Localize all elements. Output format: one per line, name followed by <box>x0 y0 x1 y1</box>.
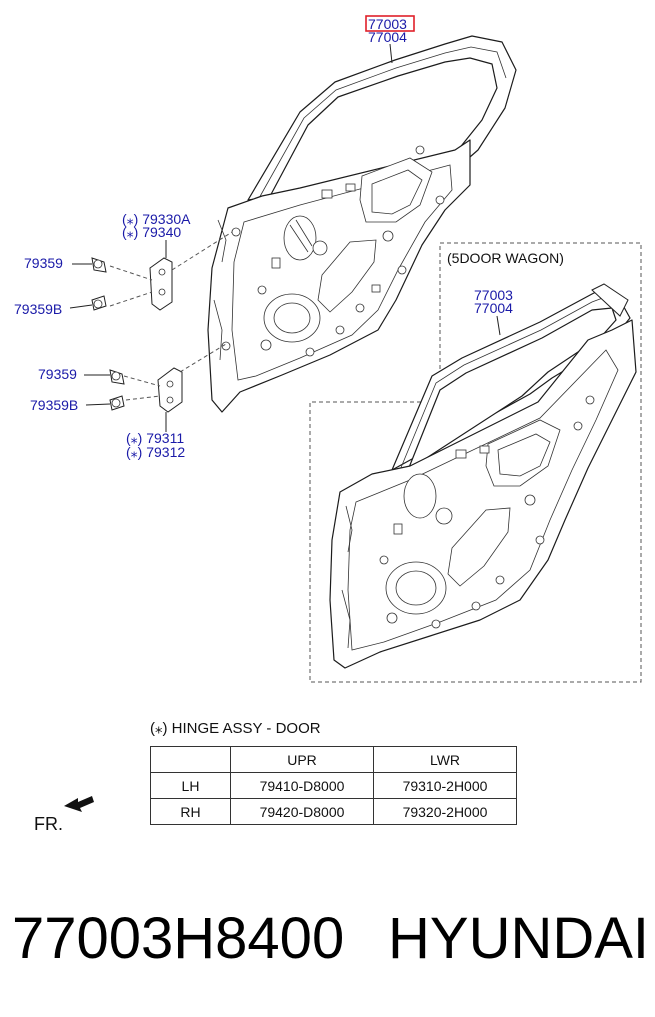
callout-79359b-lower: 79359B <box>30 397 78 413</box>
table-cell: 79420-D8000 <box>230 798 374 825</box>
bolt-upper-2 <box>91 295 107 311</box>
callout-wagon-77003: 77003 <box>474 287 513 303</box>
wagon-title: (5DOOR WAGON) <box>447 250 564 266</box>
front-direction-arrow <box>64 796 94 812</box>
bolt-lower-2 <box>109 395 125 411</box>
callout-79359-upper: 79359 <box>24 255 63 271</box>
hinge-table: UPR LWR LH 79410-D8000 79310-2H000 RH 79… <box>150 746 517 825</box>
exploded-door-diagram: 77003 77004 (⁎) 79330A (⁎) 79340 79359 7… <box>14 15 642 834</box>
callout-77004: 77004 <box>368 29 407 45</box>
table-row: LH 79410-D8000 79310-2H000 <box>150 772 517 799</box>
wagon-door-panel <box>329 283 637 669</box>
highlight-box <box>365 15 415 32</box>
table-header-cell <box>150 746 231 773</box>
table-cell: RH <box>150 798 231 825</box>
table-cell: 79310-2H000 <box>373 772 517 799</box>
table-cell: 79410-D8000 <box>230 772 374 799</box>
lower-hinge <box>157 367 183 413</box>
brand-name: HYUNDAI <box>388 906 650 971</box>
callout-77003: 77003 <box>368 16 407 32</box>
table-cell: 79320-2H000 <box>373 798 517 825</box>
table-header-cell: LWR <box>373 746 517 773</box>
part-number: 77003H8400 <box>12 906 345 971</box>
callout-79359-lower: 79359 <box>38 366 77 382</box>
table-header-cell: UPR <box>230 746 374 773</box>
rear-door-panel <box>207 35 517 413</box>
callout-79311: (⁎) 79311 <box>126 430 184 446</box>
bolt-upper-1 <box>91 257 107 273</box>
callout-79340: (⁎) 79340 <box>122 224 181 240</box>
callout-79312: (⁎) 79312 <box>126 444 185 460</box>
callout-79359b-upper: 79359B <box>14 301 62 317</box>
fr-label: FR. <box>34 814 63 834</box>
table-row: RH 79420-D8000 79320-2H000 <box>150 798 517 825</box>
bolt-lower-1 <box>109 369 125 385</box>
callout-wagon-77004: 77004 <box>474 300 513 316</box>
table-header-row: UPR LWR <box>150 746 517 773</box>
callout-79330a: (⁎) 79330A <box>122 211 191 227</box>
table-cell: LH <box>150 772 231 799</box>
upper-hinge <box>149 257 173 311</box>
hinge-note: (⁎) HINGE ASSY - DOOR <box>150 720 321 737</box>
